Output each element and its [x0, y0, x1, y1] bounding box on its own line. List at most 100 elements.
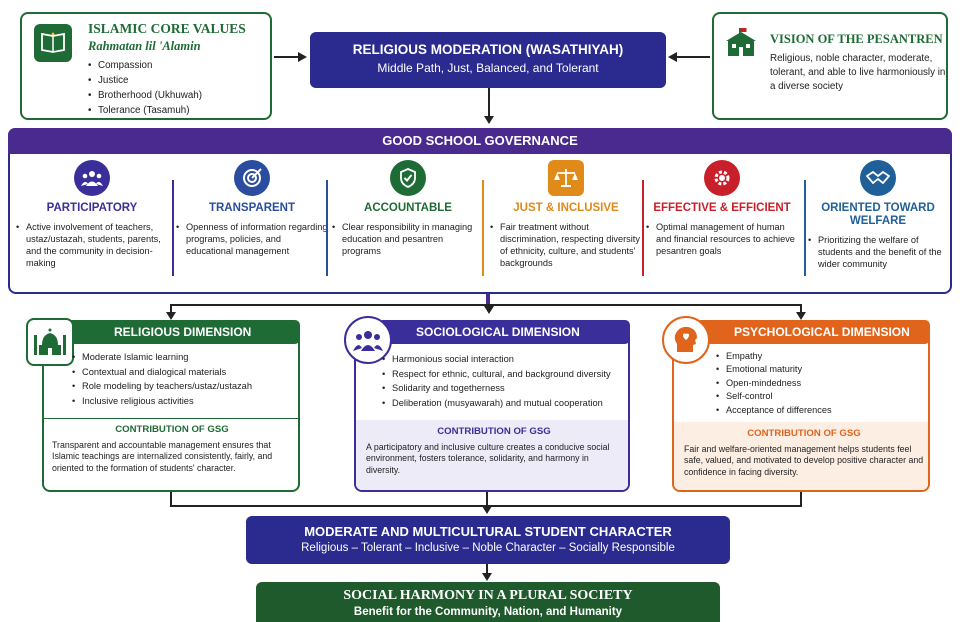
vision-box: VISION OF THE PESANTREN Religious, noble…	[712, 12, 948, 120]
core-values-box: ISLAMIC CORE VALUES Rahmatan lil 'Alamin…	[20, 12, 272, 120]
list-item: Contextual and dialogical materials	[72, 365, 252, 380]
dimension-title: RELIGIOUS DIMENSION	[114, 325, 252, 339]
divider	[642, 180, 644, 276]
arrow-head-icon	[166, 312, 176, 320]
religious-contribution: CONTRIBUTION OF GSG Transparent and acco…	[52, 424, 292, 474]
psychological-contribution-bg	[674, 422, 928, 490]
pillar-desc: Prioritizing the welfare of students and…	[808, 234, 948, 270]
student-character-banner: MODERATE AND MULTICULTURAL STUDENT CHARA…	[246, 516, 730, 564]
psychological-contribution: CONTRIBUTION OF GSG Fair and welfare-ori…	[684, 428, 924, 478]
psychological-list: Empathy Emotional maturity Open-mindedne…	[716, 350, 832, 417]
arrow-head-icon	[668, 52, 677, 62]
contribution-text: Transparent and accountable management e…	[52, 439, 273, 473]
moderation-banner: RELIGIOUS MODERATION (WASATHIYAH) Middle…	[310, 32, 666, 88]
branch-line	[800, 304, 802, 314]
sociological-contribution: CONTRIBUTION OF GSG A participatory and …	[366, 426, 622, 476]
pillar-desc: Active involvement of teachers, ustaz/us…	[16, 221, 168, 269]
pillar-accountable: ACCOUNTABLE Clear responsibility in mana…	[332, 160, 484, 257]
vision-title: VISION OF THE PESANTREN	[770, 32, 943, 46]
contribution-title: CONTRIBUTION OF GSG	[747, 428, 861, 439]
list-item: Harmonious social interaction	[382, 352, 611, 367]
list-item: Justice	[88, 73, 202, 88]
harmony-title: SOCIAL HARMONY IN A PLURAL SOCIETY	[343, 588, 633, 603]
list-item: Solidarity and togetherness	[382, 381, 611, 396]
arrow-line	[676, 56, 710, 58]
list-item: Empathy	[716, 350, 832, 364]
core-values-list: Compassion Justice Brotherhood (Ukhuwah)…	[88, 58, 202, 118]
scales-icon	[548, 160, 584, 196]
dimension-title: PSYCHOLOGICAL DIMENSION	[734, 325, 910, 339]
list-item: Emotional maturity	[716, 363, 832, 377]
student-character-subtitle: Religious – Tolerant – Inclusive – Noble…	[301, 542, 675, 554]
pillar-effective-efficient: EFFECTIVE & EFFICIENT Optimal management…	[646, 160, 798, 257]
list-item: Role modeling by teachers/ustaz/ustazah	[72, 379, 252, 394]
people-icon	[74, 160, 110, 196]
list-item: Tolerance (Tasamuh)	[88, 103, 202, 118]
quran-icon	[34, 24, 72, 62]
pillar-participatory: PARTICIPATORY Active involvement of teac…	[16, 160, 168, 269]
pillar-desc: Openness of information regarding progra…	[176, 221, 328, 257]
list-item: Open-mindedness	[716, 377, 832, 391]
pillar-welfare: ORIENTED TOWARD WELFARE Prioritizing the…	[808, 160, 948, 270]
target-icon	[234, 160, 270, 196]
pillar-transparent: TRANSPARENT Openness of information rega…	[176, 160, 328, 257]
vision-text: Religious, noble character, moderate, to…	[770, 53, 946, 92]
pillar-title: ORIENTED TOWARD WELFARE	[821, 202, 935, 227]
moderation-title: RELIGIOUS MODERATION (WASATHIYAH)	[352, 42, 624, 57]
pillar-title: JUST & INCLUSIVE	[513, 202, 619, 214]
list-item: Self-control	[716, 390, 832, 404]
list-item: Compassion	[88, 58, 202, 73]
divider	[482, 180, 484, 276]
shield-check-icon	[390, 160, 426, 196]
branch-line	[486, 294, 490, 306]
contribution-title: CONTRIBUTION OF GSG	[437, 426, 551, 437]
religious-list: Moderate Islamic learning Contextual and…	[72, 350, 252, 408]
divider	[804, 180, 806, 276]
governance-header: GOOD SCHOOL GOVERNANCE	[8, 128, 952, 154]
sociological-contribution-bg	[356, 420, 628, 490]
list-item: Brotherhood (Ukhuwah)	[88, 88, 202, 103]
psychological-dimension-header: PSYCHOLOGICAL DIMENSION	[696, 320, 930, 344]
pillar-title: ACCOUNTABLE	[364, 202, 452, 214]
arrow-line	[488, 88, 490, 118]
arrow-head-icon	[482, 506, 492, 514]
pillar-title: PARTICIPATORY	[46, 202, 138, 214]
religious-dimension-header: RELIGIOUS DIMENSION	[64, 320, 300, 344]
divider	[44, 418, 298, 419]
gear-icon	[704, 160, 740, 196]
merge-line	[800, 492, 802, 506]
pillar-desc: Fair treatment without discrimination, r…	[490, 221, 642, 269]
dimension-title: SOCIOLOGICAL DIMENSION	[416, 325, 580, 339]
sociological-dimension-header: SOCIOLOGICAL DIMENSION	[378, 320, 630, 344]
pillar-desc: Optimal management of human and financia…	[646, 221, 798, 257]
divider	[326, 180, 328, 276]
branch-line	[170, 304, 802, 306]
contribution-text: A participatory and inclusive culture cr…	[366, 441, 610, 475]
arrow-head-icon	[796, 312, 806, 320]
list-item: Moderate Islamic learning	[72, 350, 252, 365]
moderation-subtitle: Middle Path, Just, Balanced, and Toleran…	[377, 61, 599, 75]
merge-line	[170, 492, 172, 506]
list-item: Deliberation (musyawarah) and mutual coo…	[382, 396, 611, 411]
arrow-line	[486, 564, 488, 574]
arrow-head-icon	[484, 116, 494, 124]
pillar-title: EFFECTIVE & EFFICIENT	[653, 202, 791, 214]
divider	[172, 180, 174, 276]
handshake-icon	[860, 160, 896, 196]
arrow-head-icon	[484, 306, 494, 314]
harmony-banner: SOCIAL HARMONY IN A PLURAL SOCIETY Benef…	[256, 582, 720, 622]
sociological-list: Harmonious social interaction Respect fo…	[382, 352, 611, 410]
list-item: Respect for ethnic, cultural, and backgr…	[382, 367, 611, 382]
arrow-head-icon	[298, 52, 307, 62]
harmony-subtitle: Benefit for the Community, Nation, and H…	[353, 606, 623, 618]
contribution-title: CONTRIBUTION OF GSG	[115, 424, 229, 435]
arrow-head-icon	[482, 573, 492, 581]
contribution-text: Fair and welfare-oriented management hel…	[684, 443, 924, 477]
pillar-desc: Clear responsibility in managing educati…	[332, 221, 484, 257]
head-heart-icon	[662, 316, 710, 364]
pillar-title: TRANSPARENT	[208, 202, 296, 214]
pillar-just-inclusive: JUST & INCLUSIVE Fair treatment without …	[490, 160, 642, 269]
list-item: Inclusive religious activities	[72, 394, 252, 409]
branch-line	[170, 304, 172, 314]
list-item: Acceptance of differences	[716, 404, 832, 418]
